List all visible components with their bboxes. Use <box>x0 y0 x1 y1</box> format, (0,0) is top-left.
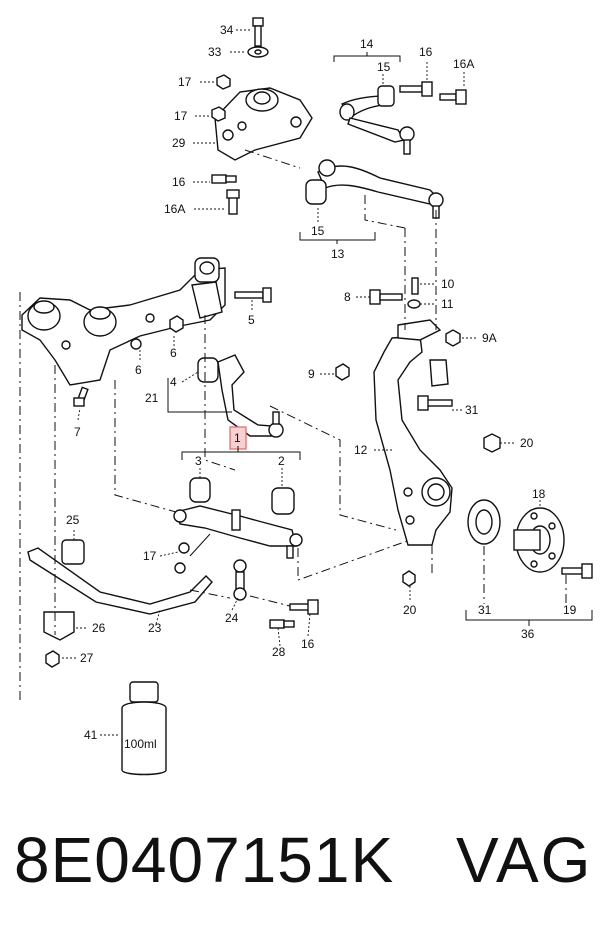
callout-16: 16 <box>172 175 186 189</box>
suspension-exploded-diagram: 34 33 17 17 29 16 16A 14 15 16 16A 15 13… <box>19 17 593 776</box>
callout-5: 5 <box>248 313 255 327</box>
callout-23: 23 <box>148 621 162 635</box>
coupling-rod-24 <box>233 559 247 601</box>
callout-24: 24 <box>225 611 239 625</box>
upper-arm-14 <box>339 81 467 155</box>
callout-31: 31 <box>465 403 479 417</box>
callout-9A: 9A <box>482 331 497 345</box>
callout-12: 12 <box>354 443 368 457</box>
callout-34: 34 <box>220 23 234 37</box>
callout-10: 10 <box>441 277 455 291</box>
footer: 8E0407151K VAG <box>0 815 600 925</box>
bolt-16-upper <box>399 81 433 97</box>
grease-bottle <box>121 681 167 776</box>
callout-17: 17 <box>143 549 157 563</box>
callout-36: 36 <box>521 627 535 641</box>
callout-3: 3 <box>195 454 202 468</box>
callout-13: 13 <box>331 247 345 261</box>
callout-15: 15 <box>311 224 325 238</box>
housing-hardware <box>335 277 501 587</box>
bolt-16A-upper <box>439 89 467 105</box>
callout-7: 7 <box>74 425 81 439</box>
callout-9: 9 <box>308 367 315 381</box>
subframe-bolts <box>73 287 272 407</box>
group-brackets <box>167 52 593 626</box>
callout-15: 15 <box>377 60 391 74</box>
callout-26: 26 <box>92 621 106 635</box>
callout-2: 2 <box>278 454 285 468</box>
callout-31: 31 <box>478 603 492 617</box>
callout-33: 33 <box>208 45 222 59</box>
callout-25: 25 <box>66 513 80 527</box>
callout-16: 16 <box>419 45 433 59</box>
callout-18: 18 <box>532 487 546 501</box>
subframe <box>21 257 226 386</box>
callout-6: 6 <box>170 346 177 360</box>
callout-17: 17 <box>174 109 188 123</box>
lower-arm-3-2 <box>173 477 303 559</box>
callout-4: 4 <box>170 375 177 389</box>
callout-labels: 34 33 17 17 29 16 16A 14 15 16 16A 15 13… <box>66 23 577 751</box>
callout-17: 17 <box>178 75 192 89</box>
callout-16A: 16A <box>453 57 474 71</box>
callout-16: 16 <box>301 637 315 651</box>
callout-14: 14 <box>360 37 374 51</box>
callout-41: 41 <box>84 728 98 742</box>
upper-mount-bracket <box>214 87 313 161</box>
callout-8: 8 <box>344 290 351 304</box>
callout-21: 21 <box>145 391 159 405</box>
assembly-lines <box>19 149 567 700</box>
callout-11: 11 <box>441 297 454 311</box>
callout-20: 20 <box>520 436 534 450</box>
lower-arm-21 <box>197 354 284 438</box>
callout-29: 29 <box>172 136 186 150</box>
callout-28: 28 <box>272 645 286 659</box>
callout-16A: 16A <box>164 202 185 216</box>
callout-19: 19 <box>563 603 577 617</box>
upper-nuts <box>211 74 240 215</box>
callout-1: 1 <box>234 431 241 445</box>
part-number: 8E0407151K <box>14 824 395 896</box>
callout-20: 20 <box>403 603 417 617</box>
wheel-hub <box>467 499 593 579</box>
upper-arm-13 <box>305 159 444 219</box>
bottle-label: 100ml <box>124 737 157 751</box>
leader-lines <box>62 29 541 736</box>
wheel-bearing-housing <box>373 319 453 546</box>
stabilizer-bar <box>27 539 213 668</box>
mount-bolt-34 <box>247 17 269 58</box>
callout-27: 27 <box>80 651 94 665</box>
bolts-16-28 <box>269 599 319 629</box>
callout-6: 6 <box>135 363 142 377</box>
brand-name: VAG <box>456 824 593 896</box>
